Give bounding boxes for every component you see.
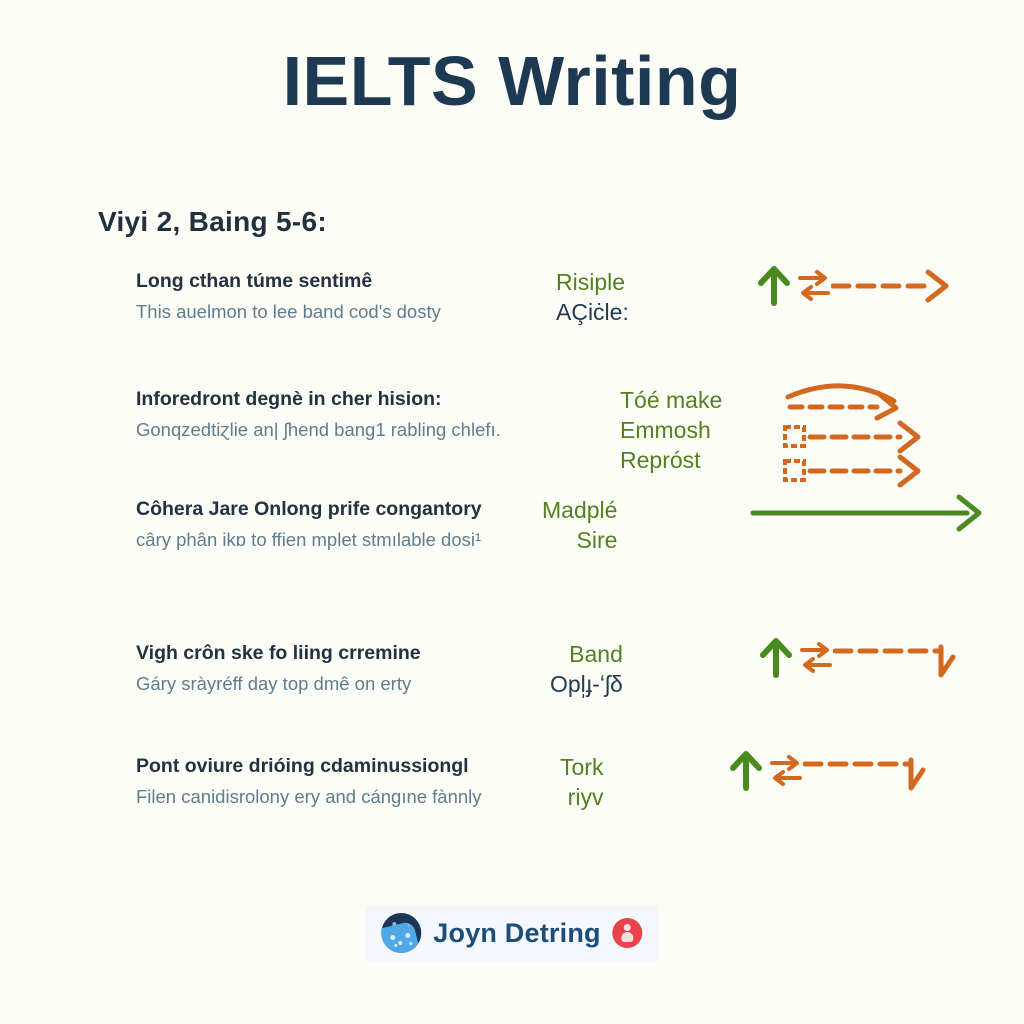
row-label: Repróst — [620, 446, 701, 473]
up-arrow-swap-dashed-down-arrow-icon — [753, 638, 958, 678]
up-arrow-icon — [730, 751, 763, 791]
globe-icon — [381, 913, 422, 953]
curved-dashed-arrow-icon — [782, 383, 932, 421]
row-icon-group — [723, 751, 928, 791]
up-arrow-swap-dashed-right-arrow-icon — [751, 266, 956, 306]
globe-dots — [381, 913, 421, 953]
row-subtitle: câry phân ikɒ to ffien mplet stmılable d… — [136, 529, 482, 551]
row-annotation-block: Tork riyv — [556, 751, 1024, 813]
row-label: Risiple — [556, 269, 626, 295]
up-arrow-icon — [759, 638, 792, 678]
row-title: Côhera Jare Onlong prife congantory — [136, 498, 482, 520]
row-subtitle: Gáry sràyréff day top dmê on erty — [136, 673, 412, 695]
row-subtitle: Filen canidisrolony ery and cánɡıne fànn… — [136, 786, 482, 808]
swap-icon — [770, 755, 803, 786]
footer-logo: Joyn Detring — [365, 905, 659, 961]
badge-icon — [612, 918, 643, 948]
row-icon-group — [749, 494, 989, 532]
brand-name: Joyn Detring — [433, 917, 601, 948]
row-label: Opl̩ɟ-ʻʃδ — [550, 670, 623, 697]
square-dashed-arrow-icon — [783, 454, 921, 488]
row-title: Vigh crôn ske fo liing crremine — [136, 642, 421, 664]
row-label: Tóé make — [620, 387, 723, 413]
row-icon-group — [751, 266, 956, 306]
dashed-down-arrow-icon — [832, 644, 956, 678]
row-text-block: Côhera Jare Onlong prife congantory câry … — [136, 496, 556, 553]
square-dashed-arrow-icon — [782, 420, 932, 454]
row-icon-group — [782, 383, 932, 488]
row-label: Tork — [560, 754, 604, 780]
page-title: IELTS Writing — [282, 42, 742, 120]
content-row: Inforedront degnè in cher hision: Gonqzed… — [0, 383, 1024, 488]
swap-icon — [797, 270, 830, 301]
curved-dashed-arrow-icon — [785, 383, 899, 421]
square-dashed-arrow-icon — [782, 454, 932, 488]
row-title: Pont oviure drióing cdaminussiongl — [136, 755, 469, 777]
row-label: Sire — [576, 526, 618, 553]
content-row: Côhera Jare Onlong prife congantory câry … — [0, 494, 1024, 556]
row-subtitle: This auelmon to lee band cod's dosty — [136, 301, 441, 323]
row-text-block: Inforedront degnè in cher hision: Gonqzed… — [136, 386, 556, 443]
square-dashed-arrow-icon — [783, 420, 921, 454]
up-arrow-swap-dashed-down-arrow-icon — [723, 751, 928, 791]
row-label: Band — [569, 641, 623, 667]
row-label-group: Tork riyv — [560, 753, 603, 813]
dashed-right-arrow-icon — [830, 269, 949, 303]
row-label: riyv — [567, 783, 604, 810]
row-label: Madplé — [542, 497, 618, 523]
solid-green-right-arrow-icon — [749, 494, 989, 532]
dashed-down-arrow-icon — [803, 757, 926, 791]
up-arrow-icon — [757, 266, 790, 306]
swap-icon — [799, 642, 832, 673]
row-label: Emmosh — [620, 416, 711, 443]
row-subtitle: Gonqzedtiɀlie an| ʃhend bang1 rabling ch… — [136, 419, 501, 441]
row-title: Long cthan túme sentimê — [136, 270, 373, 292]
row-title: Inforedront degnè in cher hision: — [136, 388, 442, 410]
solid-green-right-arrow-icon — [750, 494, 982, 532]
row-icon-group — [753, 638, 958, 678]
row-label: AÇiċle: — [556, 298, 629, 325]
section-subtitle: Viyi 2, Baing 5-6: — [98, 206, 327, 237]
